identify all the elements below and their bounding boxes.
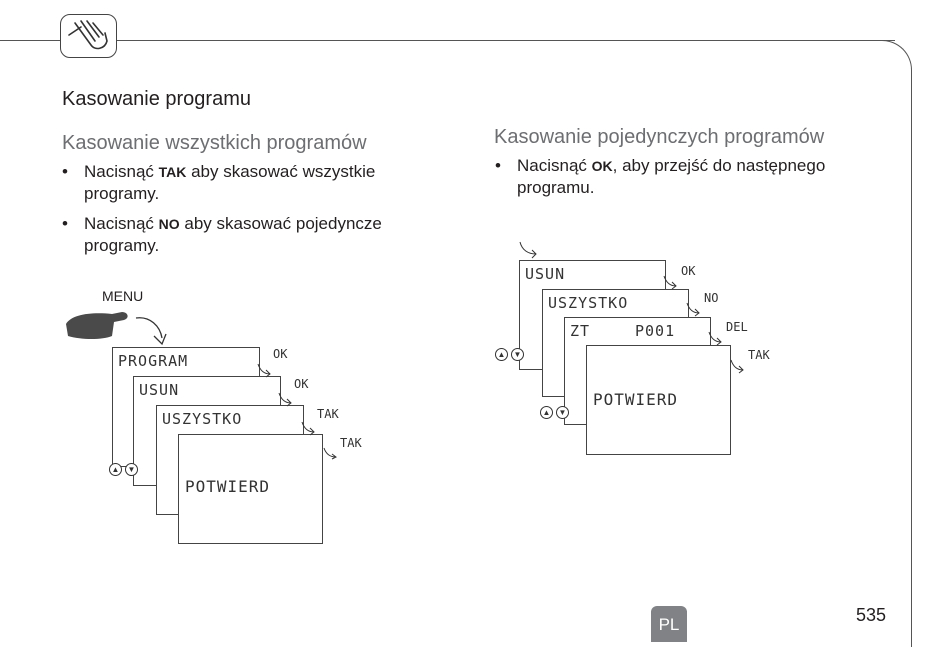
side-label-ok: OK [273,347,288,361]
arrow-down-button: ▼ [125,463,138,476]
bullet-text-pre: Nacisnąć [84,214,159,233]
transition-arrows [257,363,337,460]
bullet-dot: • [62,162,68,181]
lcd-text: USZYSTKO [548,294,629,312]
arrow-up-button: ▲ [109,463,122,476]
bullet-dot: • [62,214,68,233]
pointing-hand-icon [66,312,167,346]
section-title: Kasowanie programu [62,88,251,110]
menu-label: MENU [102,288,144,304]
arrow-down-button: ▼ [556,406,569,419]
arrow-up-button: ▲ [540,406,553,419]
bullet-text-post: , aby przejść do następnego [612,156,826,175]
bullet-text-post: aby skasować pojedyncze [179,214,382,233]
lcd-text: USZYSTKO [162,410,243,428]
side-label-ok: OK [294,377,309,391]
arrow-down-button: ▼ [511,348,524,361]
left-bullet-1: • Nacisnąć TAK aby skasować wszystkie pr… [62,161,376,205]
page-number: 535 [856,605,887,625]
side-label-ok: OK [681,264,696,278]
bullet-text-line2: programy. [84,184,160,203]
hand-icon [60,14,117,58]
left-heading: Kasowanie wszystkich programów [62,132,367,154]
language-badge: PL [651,606,687,642]
arrow-up-button: ▲ [495,348,508,361]
lcd-text: POTWIERD [593,390,679,409]
frame-corner [880,40,912,80]
bullet-key: NO [158,216,180,232]
lcd-text: POTWIERD [185,477,271,496]
lcd-text: P001 [635,322,676,340]
right-heading: Kasowanie pojedynczych programów [494,126,825,148]
bullet-dot: • [495,156,501,175]
lcd-text: USUN [525,265,566,283]
bullet-key: OK [591,158,613,174]
side-label-no: NO [704,291,719,305]
bullet-text-line2: programy. [84,236,160,255]
side-label-tak: TAK [317,407,339,421]
left-bullet-2: • Nacisnąć NO aby skasować pojedyncze pr… [62,213,382,257]
transition-arrows [663,275,744,374]
lcd-text: ZT [570,322,591,340]
header-rule [0,40,895,41]
bullet-text-pre: Nacisnąć [84,162,159,181]
frame-right-rule [911,78,912,647]
bullet-text-line2: programu. [517,178,595,197]
lcd-screen-main: POTWIERD [178,434,323,544]
lcd-text: PROGRAM [118,352,189,370]
lcd-text: USUN [139,381,180,399]
hand-icon-graphic [68,20,108,50]
side-label-tak: TAK [748,348,770,362]
bullet-key: TAK [158,164,187,180]
lcd-screen-main: POTWIERD [586,345,731,455]
entry-arrow [519,241,537,259]
right-bullet-1: • Nacisnąć OK, aby przejść do następnego… [495,155,826,199]
side-label-tak: TAK [340,436,362,450]
bullet-text-pre: Nacisnąć [517,156,592,175]
bullet-text-post: aby skasować wszystkie [186,162,376,181]
side-label-del: DEL [726,320,748,334]
